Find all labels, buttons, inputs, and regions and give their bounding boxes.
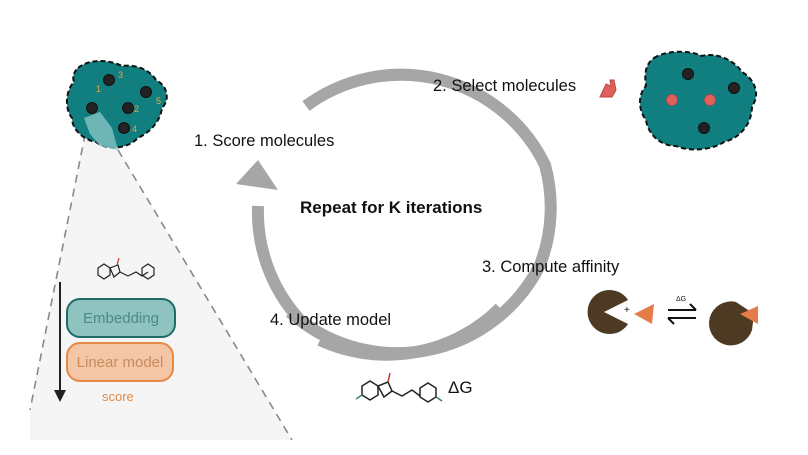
- binding-pocket-right: [639, 50, 758, 151]
- cycle-ring-left: [251, 205, 305, 325]
- embedding-label: Embedding: [83, 309, 159, 327]
- cycle-arrowhead: [236, 160, 278, 190]
- pocket-number-3: 3: [118, 70, 124, 80]
- delta-g-label: ΔG: [448, 378, 473, 397]
- linear-model-label: Linear model: [76, 353, 164, 371]
- equilibrium-arrows-icon: [667, 303, 697, 325]
- binding-pocket-left: [66, 60, 168, 149]
- cycle-center-label: Repeat for K iterations: [300, 198, 483, 217]
- equilibrium-dg-label: ΔG: [676, 296, 687, 303]
- pocket-number-4: 4: [132, 124, 138, 134]
- step-3-label: 3. Compute affinity: [482, 258, 620, 276]
- molecule-dg-icon: [355, 372, 443, 403]
- molecule-icon: [97, 257, 155, 280]
- pocket-sites-left: [86, 74, 152, 134]
- plus-sign: +: [624, 305, 630, 316]
- step-4-label: 4. Update model: [270, 311, 392, 329]
- zoom-cone-left-edge: [29, 119, 89, 411]
- flow-arrow-head: [54, 390, 66, 402]
- embedding-box: Embedding: [66, 298, 176, 338]
- score-label: score: [102, 389, 134, 404]
- step-1-label: 1. Score molecules: [194, 132, 335, 150]
- bound-ligand-icon: [740, 306, 758, 324]
- pocket-number-5: 5: [156, 96, 162, 106]
- cycle-ring-lower-left: [317, 303, 505, 361]
- protein-complex-icon: [709, 301, 754, 346]
- protein-pacman-icon: [587, 290, 628, 334]
- linear-model-box: Linear model: [66, 342, 174, 382]
- step-2-label: 2. Select molecules: [433, 77, 577, 95]
- ligand-triangle-icon: [634, 304, 654, 324]
- pocket-number-1: 1: [96, 84, 102, 94]
- hand-pointer-icon: [599, 79, 617, 98]
- zoom-cone-right-edge: [117, 149, 293, 441]
- pocket-number-2: 2: [134, 104, 140, 114]
- pocket-highlight-region: [84, 112, 118, 150]
- pocket-sites-right: [666, 68, 740, 134]
